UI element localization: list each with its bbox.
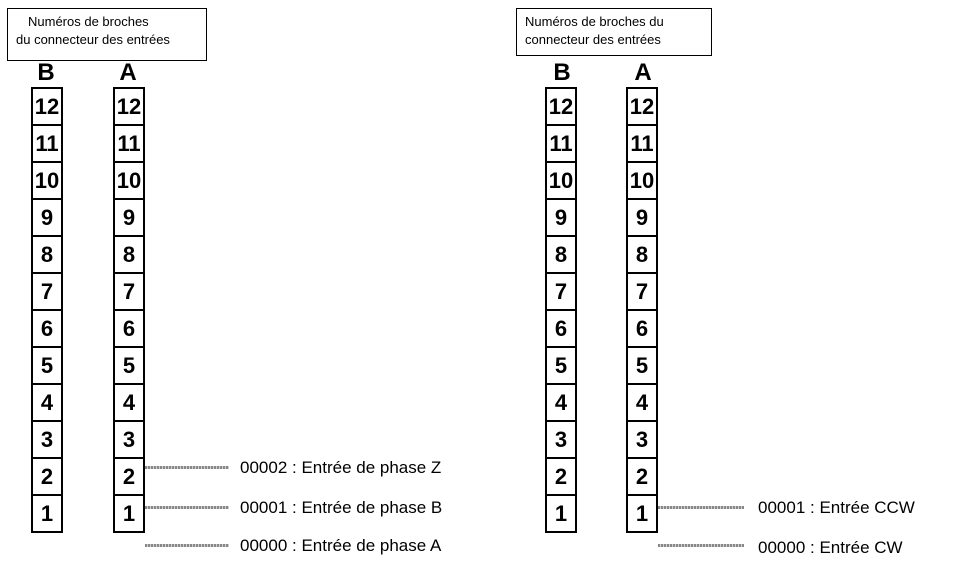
pin-b-1: 1 bbox=[40, 500, 54, 526]
pin-b-6: 6 bbox=[547, 311, 575, 348]
title-line-1: Numéros de broches du bbox=[525, 14, 664, 29]
lead-line-pin-2 bbox=[145, 506, 229, 509]
pin-b-3: 3 bbox=[33, 422, 61, 459]
left-connector-diagram: Numéros de broches du connecteur des ent… bbox=[0, 0, 480, 570]
pin-a-1: 1 bbox=[635, 500, 649, 526]
signal-label-phase-b: 00001 : Entrée de phase B bbox=[240, 498, 443, 517]
pin-a-10: 10 bbox=[628, 163, 656, 200]
pin-b-8: 8 bbox=[33, 237, 61, 274]
connector-title-box: Numéros de broches du connecteur des ent… bbox=[516, 8, 712, 56]
lead-line-pin-2 bbox=[658, 506, 744, 509]
title-line-1: Numéros de broches bbox=[28, 14, 149, 29]
pin-column-a: 12 11 10 9 8 7 6 5 4 3 2 1 bbox=[626, 87, 658, 533]
pin-a-12: 12 bbox=[115, 89, 143, 126]
pin-a-1: 1 bbox=[122, 500, 136, 526]
pin-a-8: 8 bbox=[115, 237, 143, 274]
pin-b-10: 10 bbox=[547, 163, 575, 200]
pin-b-2: 2 bbox=[33, 459, 61, 496]
pin-a-2: 2 bbox=[115, 459, 143, 496]
pin-b-6: 6 bbox=[33, 311, 61, 348]
pin-a-9: 9 bbox=[628, 200, 656, 237]
pin-b-11: 11 bbox=[547, 126, 575, 163]
pin-b-12: 12 bbox=[547, 89, 575, 126]
pin-a-2: 2 bbox=[628, 459, 656, 496]
pin-b-7: 7 bbox=[547, 274, 575, 311]
pin-a-12: 12 bbox=[628, 89, 656, 126]
pin-a-10: 10 bbox=[115, 163, 143, 200]
pin-b-11: 11 bbox=[33, 126, 61, 163]
lead-line-pin-1 bbox=[658, 544, 744, 547]
pin-b-10: 10 bbox=[33, 163, 61, 200]
pin-b-4: 4 bbox=[33, 385, 61, 422]
lead-line-pin-3 bbox=[145, 466, 229, 469]
signal-label-phase-a: 00000 : Entrée de phase A bbox=[240, 536, 442, 555]
column-b-label: B bbox=[553, 59, 571, 86]
pin-a-7: 7 bbox=[628, 274, 656, 311]
pin-column-b: 12 11 10 9 8 7 6 5 4 3 2 1 bbox=[31, 87, 63, 533]
signal-label-cw: 00000 : Entrée CW bbox=[758, 538, 903, 557]
pin-column-b: 12 11 10 9 8 7 6 5 4 3 2 1 bbox=[545, 87, 577, 533]
pin-a-11: 11 bbox=[115, 126, 143, 163]
connector-title-box: Numéros de broches du connecteur des ent… bbox=[7, 8, 207, 61]
pin-b-12: 12 bbox=[33, 89, 61, 126]
pin-a-11: 11 bbox=[628, 126, 656, 163]
pin-a-7: 7 bbox=[115, 274, 143, 311]
column-b-label: B bbox=[37, 59, 55, 86]
title-line-2: connecteur des entrées bbox=[525, 32, 661, 47]
pin-b-8: 8 bbox=[547, 237, 575, 274]
column-a-label: A bbox=[119, 59, 137, 86]
pin-a-5: 5 bbox=[115, 348, 143, 385]
right-connector-diagram: Numéros de broches du connecteur des ent… bbox=[480, 0, 960, 570]
pin-b-3: 3 bbox=[547, 422, 575, 459]
signal-label-phase-z: 00002 : Entrée de phase Z bbox=[240, 458, 442, 477]
pin-b-5: 5 bbox=[33, 348, 61, 385]
pin-a-5: 5 bbox=[628, 348, 656, 385]
column-a-label: A bbox=[634, 59, 652, 86]
pin-a-3: 3 bbox=[628, 422, 656, 459]
pin-a-6: 6 bbox=[628, 311, 656, 348]
pin-b-5: 5 bbox=[547, 348, 575, 385]
pin-b-4: 4 bbox=[547, 385, 575, 422]
lead-line-pin-1 bbox=[145, 544, 229, 547]
pin-b-9: 9 bbox=[33, 200, 61, 237]
pin-b-9: 9 bbox=[547, 200, 575, 237]
pin-b-1: 1 bbox=[554, 500, 568, 526]
pin-a-3: 3 bbox=[115, 422, 143, 459]
pin-a-4: 4 bbox=[115, 385, 143, 422]
pin-a-9: 9 bbox=[115, 200, 143, 237]
pin-b-7: 7 bbox=[33, 274, 61, 311]
pin-a-4: 4 bbox=[628, 385, 656, 422]
pin-column-a: 12 11 10 9 8 7 6 5 4 3 2 1 bbox=[113, 87, 145, 533]
pin-b-2: 2 bbox=[547, 459, 575, 496]
pin-a-8: 8 bbox=[628, 237, 656, 274]
signal-label-ccw: 00001 : Entrée CCW bbox=[758, 498, 915, 517]
title-line-2: du connecteur des entrées bbox=[16, 32, 170, 47]
pin-a-6: 6 bbox=[115, 311, 143, 348]
